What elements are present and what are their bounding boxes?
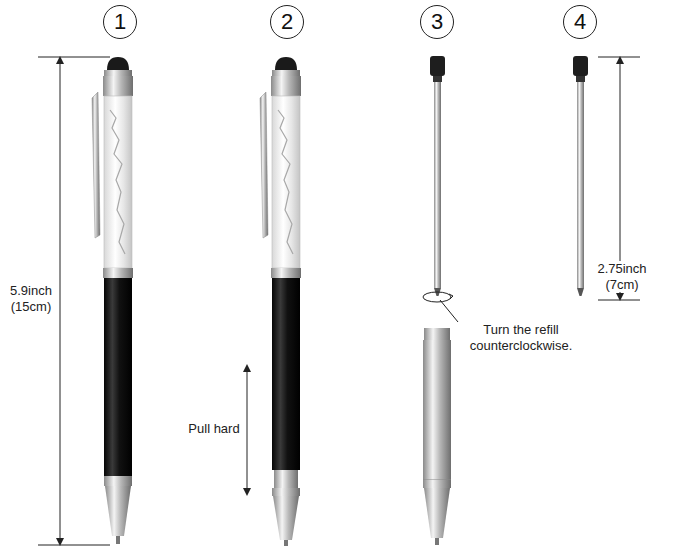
callout-number: 1 — [114, 11, 126, 33]
pen-one — [92, 57, 133, 544]
refill-three — [423, 56, 458, 545]
callout-circle: 3 — [420, 5, 454, 39]
dimension-label: 2.75inch (7cm) — [596, 261, 648, 292]
refill-four — [573, 56, 588, 296]
instruction-label: Pull hard — [186, 421, 242, 437]
callout-circle: 4 — [563, 5, 597, 39]
pen-two — [260, 57, 301, 546]
instruction-label: Turn the refill counterclockwise. — [462, 322, 580, 353]
dimension-label: 5.9inch (15cm) — [4, 283, 58, 314]
callout-number: 2 — [281, 11, 293, 33]
callout-circle: 1 — [103, 5, 137, 39]
callout-number: 3 — [431, 11, 443, 33]
callout-circle: 2 — [270, 5, 304, 39]
callout-number: 4 — [574, 11, 586, 33]
